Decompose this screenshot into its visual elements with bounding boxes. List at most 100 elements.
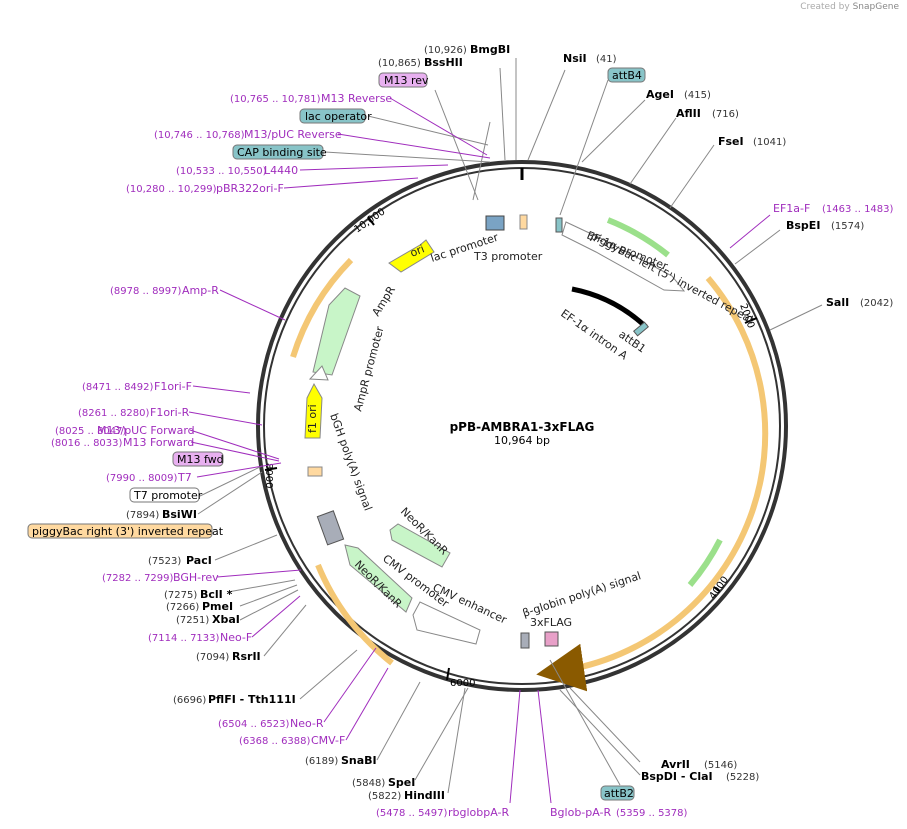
enzyme-aflii[interactable]: AflII xyxy=(676,107,701,120)
feature-cmv-shape xyxy=(412,601,481,645)
primer-pos-pbr322ori-f: (10,280 .. 10,299) xyxy=(126,184,217,195)
enzyme-pos-bspei: (1574) xyxy=(831,221,864,232)
box-lac-operator[interactable] xyxy=(299,108,366,124)
primer-neo-f[interactable]: Neo-F xyxy=(220,631,252,644)
enzyme-pos-avrii: (5146) xyxy=(704,760,737,771)
box-label-piggybac-right: piggyBac right (3') inverted repeat xyxy=(32,525,224,538)
primer-m13puc-reverse[interactable]: M13/pUC Reverse xyxy=(244,128,342,141)
primer-pos-m13-forward: (8016 .. 8033) xyxy=(51,438,123,449)
enzyme-snabi[interactable]: SnaBI xyxy=(341,754,377,767)
enzyme-pos-bsiwi: (7894) xyxy=(126,510,159,521)
primer-pos-f1ori-f: (8471 .. 8492) xyxy=(82,382,154,393)
feature-bglobin-shape xyxy=(520,632,530,649)
enzyme-avrii[interactable]: AvrII xyxy=(661,758,690,771)
enzyme-bspei[interactable]: BspEI xyxy=(786,219,820,232)
box-m13-fwd[interactable] xyxy=(172,451,224,467)
enzyme-nsii[interactable]: NsiI xyxy=(563,52,587,65)
primer-f1ori-r[interactable]: F1ori-R xyxy=(150,406,190,419)
enzyme-pflfi[interactable]: PflFI - Tth111I xyxy=(208,693,296,706)
label-ampr: AmpR xyxy=(370,284,399,319)
label-ampr-promoter: AmpR promoter xyxy=(351,325,386,413)
plasmid-size: 10,964 bp xyxy=(494,434,550,447)
tick-2000-mark xyxy=(744,317,758,324)
primer-pbr322ori-f[interactable]: pBR322ori-F xyxy=(216,182,284,195)
plasmid-title: pPB-AMBRA1-3xFLAG xyxy=(450,420,595,434)
enzyme-rsrii[interactable]: RsrII xyxy=(232,650,261,663)
box-piggybac-right[interactable] xyxy=(27,523,213,539)
enzyme-pos-bspdi-clai: (5228) xyxy=(726,772,759,783)
primer-amp-r[interactable]: Amp-R xyxy=(182,284,219,297)
feature-piggybac-left-shape xyxy=(561,221,686,292)
enzyme-pos-fsei: (1041) xyxy=(753,137,786,148)
primer-l4440[interactable]: L4440 xyxy=(264,164,298,177)
enzyme-fsei[interactable]: FseI xyxy=(718,135,744,148)
enzyme-bcli[interactable]: BclI * xyxy=(200,588,233,601)
primer-pos-f1ori-r: (8261 .. 8280) xyxy=(78,408,150,419)
tick-10000-mark xyxy=(367,216,375,226)
box-t7-promoter[interactable] xyxy=(129,487,200,503)
primer-bgh-rev[interactable]: BGH-rev xyxy=(173,571,219,584)
primer-t7[interactable]: T7 xyxy=(177,471,192,484)
feature-attb4-shape xyxy=(555,217,563,233)
enzyme-pos-agei: (415) xyxy=(684,90,711,101)
enzyme-pos-xbai: (7251) xyxy=(176,615,209,626)
feature-neor-inner-shape xyxy=(389,523,451,568)
primer-pos-neo-f: (7114 .. 7133) xyxy=(148,633,220,644)
primer-ef1a-f[interactable]: EF1a-F xyxy=(773,202,810,215)
credit-brand: SnapGene xyxy=(852,2,899,12)
leader-lines xyxy=(197,58,823,794)
box-label-m13-rev: M13 rev xyxy=(384,74,429,87)
enzyme-pos-bsshii: (10,865) xyxy=(378,58,421,69)
enzyme-bmgbi[interactable]: BmgBI xyxy=(470,43,510,56)
label-bgh: bGH poly(A) signal xyxy=(327,412,374,513)
enzyme-sali[interactable]: SalI xyxy=(826,296,849,309)
primer-m13-forward[interactable]: M13 Forward xyxy=(123,436,194,449)
enzyme-pmei[interactable]: PmeI xyxy=(202,600,233,613)
feature-ampr-promoter-shape xyxy=(308,365,329,381)
box-cap-binding-site[interactable] xyxy=(232,144,324,160)
enzyme-bsshii[interactable]: BssHII xyxy=(424,56,463,69)
feature-ampr-shape xyxy=(312,287,361,376)
primer-pos-l4440: (10,533 .. 10,550) xyxy=(176,166,267,177)
enzyme-spei[interactable]: SpeI xyxy=(388,776,415,789)
box-label-t7-promoter: T7 promoter xyxy=(133,489,203,502)
primer-neo-r[interactable]: Neo-R xyxy=(290,717,324,730)
enzyme-bspdi-clai[interactable]: BspDI - ClaI xyxy=(641,770,713,783)
primer-pos-amp-r: (8978 .. 8997) xyxy=(110,286,182,297)
box-label-cap-binding-site: CAP binding site xyxy=(237,146,327,159)
enzyme-pos-spei: (5848) xyxy=(352,778,385,789)
box-label-attb2: attB2 xyxy=(604,787,634,800)
box-attb2[interactable] xyxy=(600,785,635,801)
enzyme-pos-paci: (7523) xyxy=(148,556,181,567)
label-3xflag: 3xFLAG xyxy=(530,616,572,629)
primer-f1ori-f[interactable]: F1ori-F xyxy=(154,380,192,393)
tick-6000-mark xyxy=(446,667,450,681)
primer-pos-ef1a-f: (1463 .. 1483) xyxy=(822,204,894,215)
primer-pos-rbglobpa-r: (5478 .. 5497) xyxy=(376,808,448,819)
primer-m13puc-forward[interactable]: M13/pUC Forward xyxy=(97,424,195,437)
tick-6000: 6000 xyxy=(450,678,475,689)
enzyme-pos-rsrii: (7094) xyxy=(196,652,229,663)
enzyme-agei[interactable]: AgeI xyxy=(646,88,674,101)
label-t3-promoter: T3 promoter xyxy=(473,250,543,263)
primer-m13-reverse[interactable]: M13 Reverse xyxy=(321,92,392,105)
enzyme-xbai[interactable]: XbaI xyxy=(212,613,240,626)
box-label-m13-fwd: M13 fwd xyxy=(177,453,224,466)
primer-cmv-f[interactable]: CMV-F xyxy=(311,734,345,747)
enzyme-hindiii[interactable]: HindIII xyxy=(404,789,445,802)
primer-bglob-pa-r[interactable]: Bglob-pA-R xyxy=(550,806,612,819)
primer-rbglobpa-r[interactable]: rbglobpA-R xyxy=(448,806,509,819)
primer-pos-m13puc-forward: (8025 .. 8047) xyxy=(55,426,127,437)
enzyme-paci[interactable]: PacI xyxy=(186,554,212,567)
tick-8000-mark xyxy=(264,467,278,471)
box-m13-rev[interactable] xyxy=(378,72,428,88)
feature-lac-shape xyxy=(485,215,505,231)
box-attb4[interactable] xyxy=(607,67,646,83)
enzyme-pos-pflfi: (6696) xyxy=(173,695,206,706)
enzyme-pos-hindiii: (5822) xyxy=(368,791,401,802)
backbone-outer xyxy=(256,160,788,692)
enzyme-pos-nsii: (41) xyxy=(596,54,617,65)
orf-arc-ampr xyxy=(290,257,354,358)
enzyme-bsiwi[interactable]: BsiWI xyxy=(162,508,197,521)
